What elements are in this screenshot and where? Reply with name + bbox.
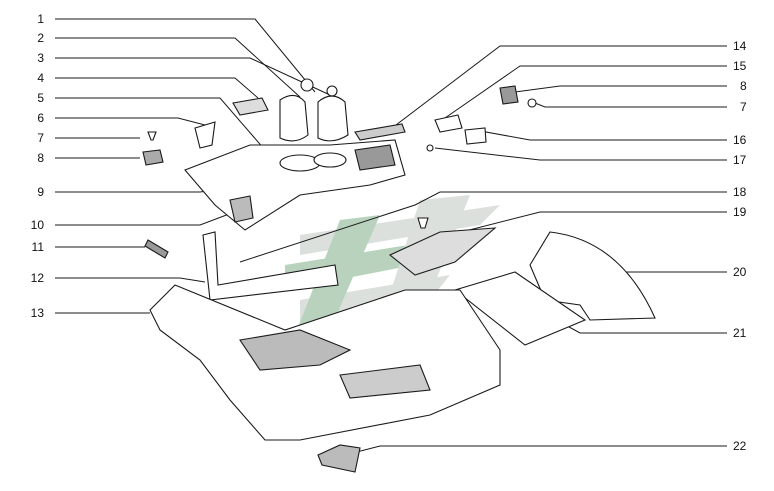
part-7-screw-left	[147, 131, 157, 141]
callout-label: 12	[30, 271, 44, 285]
parts	[142, 78, 656, 473]
callout-label: 6	[37, 111, 44, 125]
callout-label: 10	[30, 218, 44, 232]
callout-label: 9	[37, 185, 44, 199]
part-21-insulation	[453, 271, 587, 346]
part-6-bracket	[194, 121, 216, 149]
part-3-cover-right	[317, 95, 349, 142]
part-11-screw	[144, 239, 169, 259]
callout-label: 7	[37, 131, 44, 145]
callout-label: 15	[733, 59, 747, 73]
callout-label: 18	[733, 185, 747, 199]
part-2-cap	[326, 85, 338, 97]
part-8-clip-left	[142, 149, 164, 166]
callout-label: 2	[37, 31, 44, 45]
part-22-bracket	[317, 444, 361, 473]
part-20-rear-mat	[529, 231, 656, 321]
part-17-screw	[426, 144, 434, 152]
part-10-speaker	[229, 195, 254, 223]
callout-label: 16	[733, 133, 747, 147]
part-16-mount	[464, 127, 487, 145]
part-19-tunnel-trim	[388, 227, 497, 276]
part-18-screw	[417, 217, 429, 229]
part-4-vent	[232, 97, 269, 116]
callout-label: 22	[733, 439, 747, 453]
callout-label: 13	[30, 306, 44, 320]
callout-label: 4	[37, 71, 44, 85]
part-3-cover-left	[279, 94, 309, 142]
part-1-cap	[300, 78, 314, 92]
part-14-grille	[354, 123, 406, 141]
callout-label: 21	[733, 326, 747, 340]
callout-label: 8	[37, 151, 44, 165]
callout-label: 19	[733, 205, 747, 219]
callout-label: 8	[740, 79, 747, 93]
callout-label: 5	[37, 91, 44, 105]
part-8-clip-right	[499, 85, 519, 105]
callout-label: 11	[31, 240, 44, 254]
callout-label: 17	[733, 153, 747, 167]
callout-label: 1	[37, 12, 44, 26]
callout-label: 3	[37, 51, 44, 65]
callout-label: 14	[733, 39, 747, 53]
part-15-bracket	[434, 114, 463, 133]
part-7-screw-right	[527, 98, 537, 108]
callout-label: 20	[733, 265, 747, 279]
callout-label: 7	[740, 100, 747, 114]
